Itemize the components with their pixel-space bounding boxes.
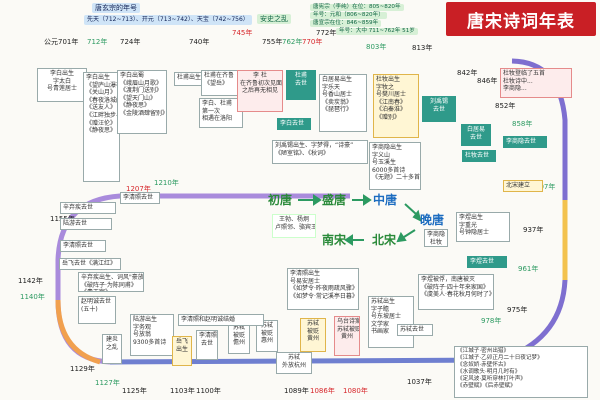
note-liuyuxi: 刘禹锡出生、字梦得，“诗豪” 《陋室铭》、《秋词》	[272, 140, 368, 164]
year-label: 1080年	[343, 387, 368, 395]
note-li-du-qilu: 李 杜 在齐鲁初次见面 之后再无相见	[237, 70, 283, 112]
note-libai-die: 李白去世	[277, 118, 311, 130]
year-label: 740年	[189, 38, 210, 46]
top-note-xuanzong2: 唐宣宗在位：846~859年	[310, 20, 382, 27]
year-label: 745年	[232, 29, 253, 37]
note-liyu-captured: 李煜被俘，南唐被灭 《破阵子·四十年来家国》 《虞美人·春花秋月何时了》	[418, 274, 494, 310]
note-baijuyi-die: 白居易 去世	[461, 124, 491, 146]
note-tang-end: 北宋建立	[503, 180, 543, 192]
note-liqingzhao-born: 李清照出生 号易安居士 《如梦令·昨夜雨疏风骤》 《如梦令·常记溪亭日暮》	[287, 268, 359, 310]
note-lu-youdie2: 李清照去世	[120, 192, 160, 204]
year-label: 1207年	[126, 185, 151, 193]
top-note-reign: 先天（712~713）、开元（713~742）、天宝（742~756）	[84, 15, 252, 25]
year-label: 978年	[481, 317, 502, 325]
year-label: 772年	[316, 29, 337, 37]
note-libai-shu: 李白出蜀 《峨眉山月歌》 《渡荆门送别》 《望天门山》 《静夜思》 《金陵酒肆留…	[117, 70, 167, 134]
note-sushi-die: 苏轼去世	[397, 324, 433, 336]
wantang-poets: 李商隐 杜牧	[424, 229, 448, 247]
year-label: 755年	[262, 38, 283, 46]
note-zhaomingcheng: 赵明诚去世 (五十)	[78, 296, 116, 324]
year-label: 937年	[523, 226, 544, 234]
note-sushi-huangzhou: 苏轼 被贬 黄州	[300, 318, 326, 352]
year-label: 1037年	[407, 378, 432, 386]
note-sushi-huizhou: 苏轼 被贬 惠州	[256, 320, 278, 352]
era-wantang: 晚唐	[420, 213, 445, 227]
track-left-accent	[55, 299, 101, 365]
note-li-du-meet: 李白、杜甫 第一次 相遇在洛阳	[199, 98, 243, 128]
year-label: 858年	[512, 120, 533, 128]
year-label: 813年	[412, 44, 433, 52]
note-sushi-hangzhou: 苏轼 外放杭州	[276, 352, 312, 374]
era-chutang: 初唐	[268, 193, 293, 207]
note-dumu-right: 杜牧登临了五首 杜牧诗中... 李商隐...	[500, 68, 572, 98]
era-zhongtang: 中唐	[373, 193, 398, 207]
chutang-poets: 王勃、杨炯 卢照邻、骆宾王	[272, 214, 316, 238]
era-nansong: 南宋	[322, 233, 347, 247]
top-note-xianzong: 唐宪宗（李纯）在位：805~820年	[310, 4, 404, 11]
year-label: 1142年	[18, 277, 43, 285]
year-label: 842年	[457, 69, 478, 77]
note-liqz-marry: 李清照和赵明诚结婚	[178, 314, 264, 326]
year-label: 1125年	[122, 387, 147, 395]
era-arrows	[298, 194, 422, 246]
year-label: 1086年	[310, 387, 335, 395]
note-liyu-die: 李煜去世	[467, 256, 507, 268]
year-label: 1100年	[196, 387, 221, 395]
year-label: 公元701年	[44, 38, 79, 46]
top-note-anshi: 安史之乱	[257, 14, 291, 24]
note-lishangyin-die: 李商隐去世	[503, 136, 547, 148]
year-label: 846年	[477, 77, 498, 85]
year-label: 803年	[366, 43, 387, 51]
year-label: 1103年	[170, 387, 195, 395]
note-liuyuxi-die: 刘禹锡 去世	[422, 96, 456, 122]
note-dumu-die: 杜牧去世	[462, 150, 496, 162]
note-liqz-die2: 李清照去世	[60, 240, 106, 252]
note-luyou-born: 陆游出生 字务观 号放翁 9300多首诗	[130, 314, 174, 356]
year-label: 712年	[87, 38, 108, 46]
era-beisong: 北宋	[372, 233, 397, 247]
note-dufu-die: 杜甫 去世	[286, 70, 316, 100]
note-libai-works: 李白出生 《望庐山瀑布》 《关山月》 《春夜洛城闻笛》 《送友人》 《江畔独步寻…	[83, 72, 120, 182]
year-label: 975年	[507, 306, 528, 314]
note-xinqiji-born: 辛弃疾出生、词风"豪放" 《破阵子·为陈同甫》 《青玉案》	[78, 272, 144, 292]
year-label: 1129年	[70, 365, 95, 373]
era-shengtang: 盛唐	[322, 193, 347, 207]
note-dumu-born: 杜牧出生 字牧之 号樊川居士 《江南春》 《泊秦淮》 《赠别》	[373, 74, 419, 138]
year-label: 1140年	[20, 293, 45, 301]
note-dufu-qilu: 杜甫在齐鲁 《望岳》	[201, 70, 241, 96]
note-liyu-born: 李煜出生 字重光 号钟隐居士	[456, 212, 510, 242]
note-sushi-born: 苏轼出生 字子瞻 号东坡居士 文学家 书画家	[368, 296, 414, 348]
note-yuefei-die: 岳飞去世《满江红》	[59, 258, 121, 270]
year-label: 1127年	[95, 379, 120, 387]
year-label: 770年	[302, 38, 323, 46]
note-sushi-ci: 《江城子·密州出猎》 《江城子·乙卯正月二十日夜记梦》 《念奴娇·赤壁怀古》 《…	[454, 346, 588, 398]
note-libai-born: 李白出生 字太白 号青莲居士	[37, 68, 87, 102]
page-title: 唐宋诗词年表	[446, 2, 596, 36]
year-label: 1089年	[284, 387, 309, 395]
year-label: 724年	[120, 38, 141, 46]
top-note-dazhong: 年号：大中 711~762年 51岁	[336, 28, 418, 35]
year-label: 961年	[518, 265, 539, 273]
top-note-xuanzong: 唐玄宗的年号	[92, 3, 140, 13]
year-label: 1210年	[154, 179, 179, 187]
note-jianyan: 建炎 之乱	[102, 334, 122, 364]
year-label: 762年	[282, 38, 303, 46]
note-wutai: 乌台诗案 苏轼被贬 黄州	[334, 316, 360, 356]
note-li-qz-die: 李清照 去世	[196, 330, 218, 360]
note-baijuyi-born: 白居易出生 字乐天 号香山居士 《卖炭翁》 《琵琶行》	[319, 74, 367, 132]
note-lu-you-die: 陆游去世	[60, 218, 112, 230]
note-yuefei-born: 岳飞 出生	[172, 336, 192, 366]
year-label: 907年	[535, 183, 556, 191]
top-note-yuanhe: 年号：元和（806~820年）	[310, 12, 387, 19]
note-lishangyin-born: 李商隐出生 字义山 号玉溪生 6000多首诗 《无题》二十多首	[369, 142, 421, 190]
note-sushi-danzhou: 苏轼 被贬 儋州	[228, 322, 250, 354]
note-xinqiji-die: 辛弃疾去世	[60, 202, 116, 214]
year-label: 852年	[495, 102, 516, 110]
